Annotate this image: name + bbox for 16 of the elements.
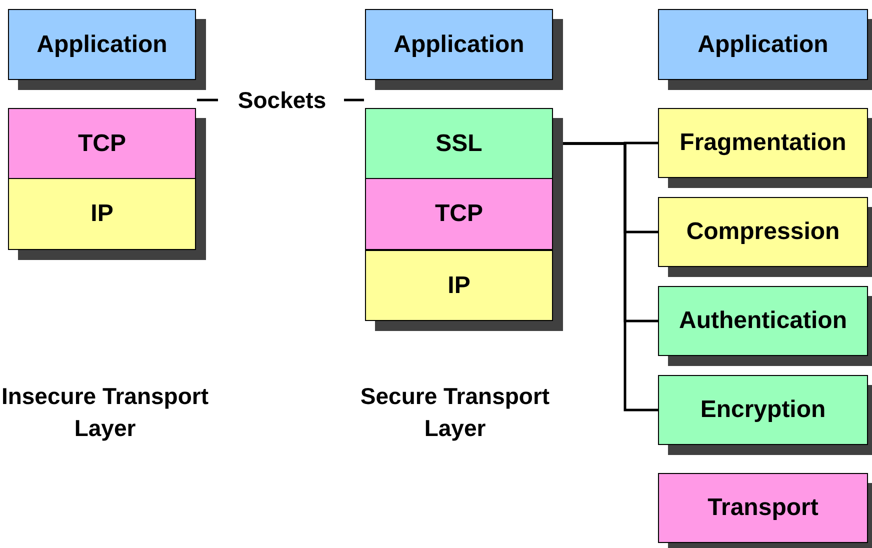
layer-name: Compression (686, 218, 840, 246)
layer-name: Authentication (679, 307, 847, 335)
layer-name: Encryption (700, 396, 826, 424)
layer-name: TCP (435, 200, 483, 228)
layer-name: IP (90, 200, 114, 228)
layer-name: Application (36, 30, 168, 58)
layer-name: SSL (436, 130, 482, 158)
stack-caption: Secure Transport Layer (359, 382, 551, 443)
sockets-label: Sockets (236, 86, 328, 115)
layer-name: Application (698, 30, 828, 58)
layer-name: Fragmentation (680, 129, 846, 157)
layer-name: TCP (78, 130, 126, 158)
stack-caption: Insecure Transport Layer (0, 382, 210, 443)
layer-name: Application (394, 30, 524, 58)
layer-name: IP (448, 272, 470, 300)
layer-name: Transport (708, 494, 818, 522)
